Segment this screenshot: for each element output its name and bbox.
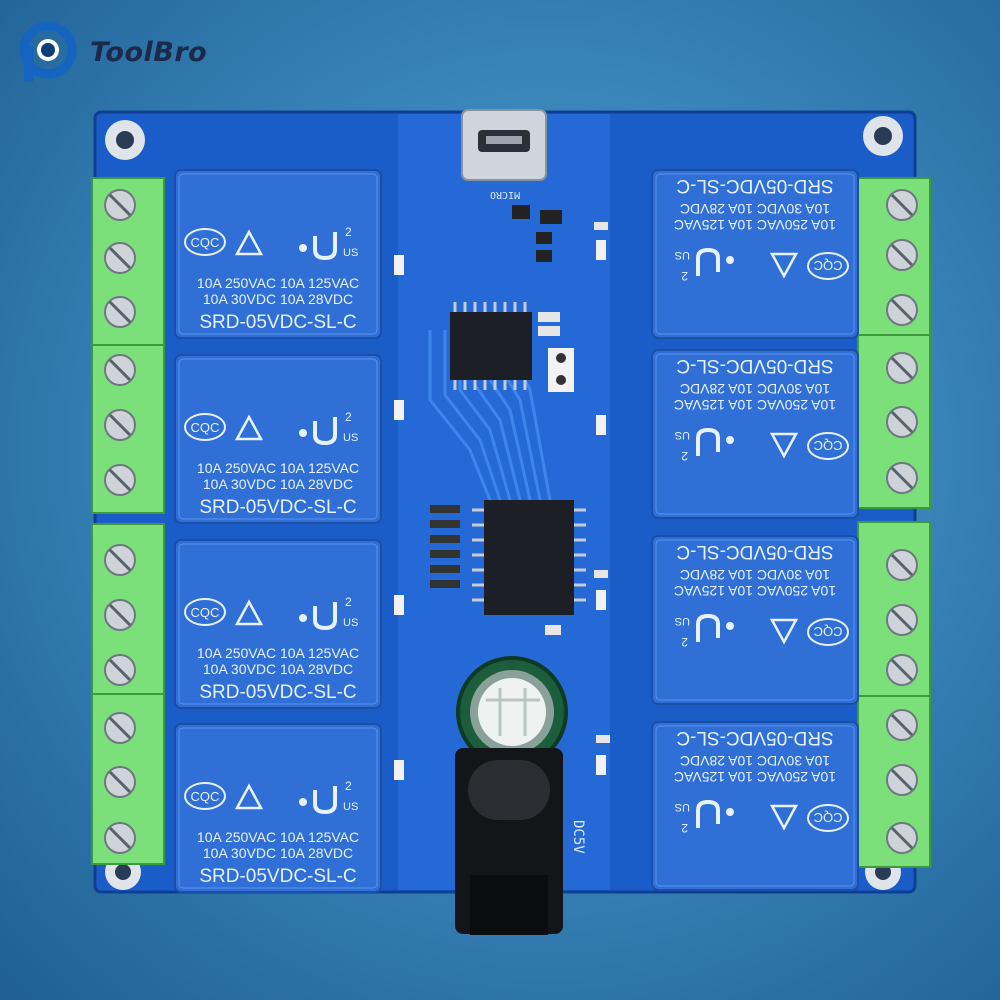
relay-rating-line-2: 10A 30VDC 10A 28VDC (680, 381, 830, 397)
relay-ul-sub: US (343, 617, 358, 629)
relay-rating-line-1: 10A 250VAC 10A 125VAC (197, 829, 359, 845)
relay-ul-number: 2 (345, 779, 352, 793)
relay-ul-sub: US (675, 249, 690, 261)
relay-model: SRD-05VDC-SL-C (676, 175, 833, 196)
relay-ul-sub: US (675, 615, 690, 627)
relay-cqc-mark: CQC (191, 789, 220, 804)
relay-left-4: CQC 2 US 10A 250VAC 10A 125VAC 10A 30VDC… (173, 722, 383, 894)
relay-model: SRD-05VDC-SL-C (199, 312, 356, 333)
relay-rating-line-2: 10A 30VDC 10A 28VDC (680, 567, 830, 583)
relay-rating-line-2: 10A 30VDC 10A 28VDC (203, 476, 353, 492)
ic-chip-lower (472, 500, 586, 615)
relay-model: SRD-05VDC-SL-C (676, 355, 833, 376)
relay-rating-line-1: 10A 250VAC 10A 125VAC (674, 769, 836, 785)
toolbro-p-logo-icon (19, 21, 77, 82)
relay-rating-line-2: 10A 30VDC 10A 28VDC (203, 845, 353, 861)
relay-ul-number: 2 (345, 595, 352, 609)
electrolytic-capacitor (456, 656, 568, 768)
relay-cqc-mark: CQC (191, 605, 220, 620)
relay-right-1: CQC 2 US 10A 250VAC 10A 125VAC 10A 30VDC… (650, 168, 860, 340)
status-leds (394, 240, 606, 780)
relay-rating-line-2: 10A 30VDC 10A 28VDC (203, 291, 353, 307)
relay-cqc-mark: CQC (814, 624, 843, 639)
relay-model: SRD-05VDC-SL-C (199, 497, 356, 518)
relay-rating-line-1: 10A 250VAC 10A 125VAC (197, 460, 359, 476)
relay-rating-line-1: 10A 250VAC 10A 125VAC (674, 397, 836, 413)
terminal-block-left (91, 177, 165, 865)
relay-left-1: CQC 2 US 10A 250VAC 10A 125VAC 10A 30VDC… (173, 168, 383, 340)
relay-right-2: CQC 2 US 10A 250VAC 10A 125VAC 10A 30VDC… (650, 348, 860, 520)
smd-components (430, 205, 610, 743)
relay-model: SRD-05VDC-SL-C (676, 727, 833, 748)
micro-usb-port (461, 109, 547, 181)
relay-rating-line-2: 10A 30VDC 10A 28VDC (680, 753, 830, 769)
relay-ul-number: 2 (681, 449, 688, 463)
mounting-hole-top-left (105, 120, 145, 160)
relay-model: SRD-05VDC-SL-C (199, 866, 356, 887)
relay-ul-sub: US (343, 432, 358, 444)
brand-name: ToolBro (90, 36, 208, 68)
relay-ul-sub: US (675, 429, 690, 441)
relay-rating-line-1: 10A 250VAC 10A 125VAC (674, 583, 836, 599)
relay-cqc-mark: CQC (191, 420, 220, 435)
relay-ul-number: 2 (681, 821, 688, 835)
relay-cqc-mark: CQC (814, 810, 843, 825)
relay-rating-line-2: 10A 30VDC 10A 28VDC (680, 201, 830, 217)
terminal-block-right (857, 177, 931, 868)
relay-model: SRD-05VDC-SL-C (676, 541, 833, 562)
dc-power-jack (455, 748, 563, 935)
relay-rating-line-1: 10A 250VAC 10A 125VAC (674, 217, 836, 233)
relay-rating-line-1: 10A 250VAC 10A 125VAC (197, 275, 359, 291)
relay-ul-number: 2 (345, 225, 352, 239)
relay-left-2: CQC 2 US 10A 250VAC 10A 125VAC 10A 30VDC… (173, 353, 383, 525)
relay-ul-number: 2 (345, 410, 352, 424)
relay-model: SRD-05VDC-SL-C (199, 682, 356, 703)
relay-rating-line-1: 10A 250VAC 10A 125VAC (197, 645, 359, 661)
relay-cqc-mark: CQC (814, 258, 843, 273)
usb-label: MICRO (490, 189, 520, 200)
mounting-hole-top-right (863, 116, 903, 156)
relay-ul-number: 2 (681, 635, 688, 649)
ic-chip-upper (450, 302, 532, 390)
relay-right-3: CQC 2 US 10A 250VAC 10A 125VAC 10A 30VDC… (650, 534, 860, 706)
relay-ul-sub: US (675, 801, 690, 813)
relay-cqc-mark: CQC (814, 438, 843, 453)
relay-rating-line-2: 10A 30VDC 10A 28VDC (203, 661, 353, 677)
relay-cqc-mark: CQC (191, 235, 220, 250)
relay-right-4: CQC 2 US 10A 250VAC 10A 125VAC 10A 30VDC… (650, 720, 860, 892)
relay-ul-number: 2 (681, 269, 688, 283)
relay-ul-sub: US (343, 247, 358, 259)
brand-logo: ToolBro (18, 20, 207, 84)
relay-ul-sub: US (343, 801, 358, 813)
relay-left-3: CQC 2 US 10A 250VAC 10A 125VAC 10A 30VDC… (173, 538, 383, 710)
power-label: DC5V (570, 820, 586, 854)
